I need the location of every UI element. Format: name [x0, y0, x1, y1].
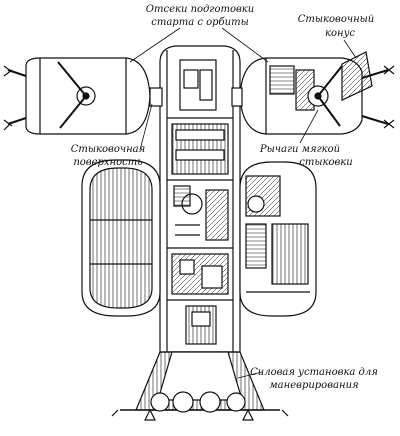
tank-left: [81, 159, 161, 317]
leader-launch-prep-left: [129, 27, 181, 63]
label-docking-cone-line2: конус: [325, 28, 355, 39]
label-launch-prep: Отсеки подготовки старта с орбиты: [129, 4, 269, 63]
label-propulsion: Силовая установка для маневрирования: [237, 367, 378, 391]
label-propulsion-line1: Силовая установка для: [250, 367, 378, 378]
label-docking-surface-line2: поверхность: [73, 157, 142, 168]
label-docking-surface: Стыковочная поверхность: [71, 103, 153, 168]
propulsion-skirt: [111, 351, 289, 421]
label-launch-prep-line2: старта с орбиты: [151, 17, 248, 28]
leader-propulsion: [237, 371, 263, 379]
leader-docking-surface: [139, 103, 153, 151]
leader-soft-docking: [299, 109, 319, 144]
label-propulsion-line2: маневрирования: [269, 380, 358, 391]
label-docking-surface-line1: Стыковочная: [71, 144, 146, 155]
label-launch-prep-line1: Отсеки подготовки: [146, 4, 254, 15]
leader-docking-cone: [343, 39, 357, 59]
leader-launch-prep-right: [221, 27, 269, 63]
label-soft-docking-line2: стыковки: [299, 157, 352, 168]
label-docking-cone-line1: Стыковочный: [298, 14, 375, 25]
label-soft-docking-line1: Рычаги мягкой: [259, 144, 340, 155]
label-docking-cone: Стыковочный конус: [298, 14, 375, 59]
label-soft-docking: Рычаги мягкой стыковки: [259, 109, 353, 168]
docking-module-right: [231, 51, 395, 135]
docking-module-left: [3, 57, 163, 135]
tank-right: [239, 161, 317, 317]
central-core: [159, 45, 241, 353]
